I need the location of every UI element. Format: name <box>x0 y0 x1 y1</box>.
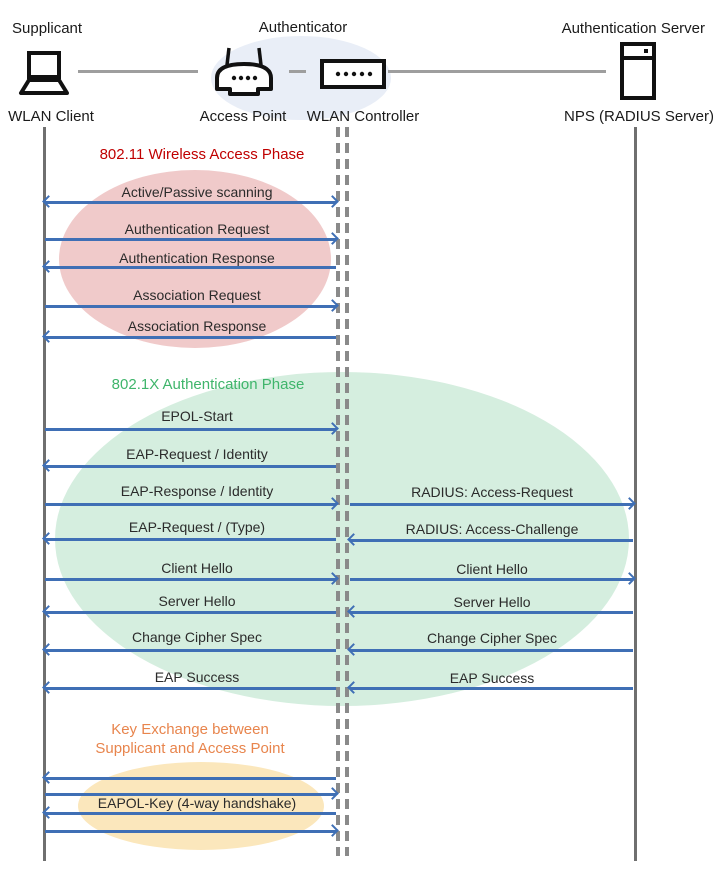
message-arrow-left <box>42 260 336 273</box>
message-label: EAP Success <box>449 670 535 686</box>
message-label: EPOL-Start <box>161 408 233 424</box>
message-label: Change Cipher Spec <box>427 630 557 646</box>
message-label: RADIUS: Access-Request <box>411 484 573 500</box>
message-label: Authentication Request <box>124 221 270 237</box>
message-arrow-left <box>347 681 633 694</box>
message-label: EAP-Request / Identity <box>126 446 268 462</box>
wlan-controller-icon <box>319 58 387 90</box>
message-arrow-right <box>45 232 339 245</box>
message-label: EAP-Request / (Type) <box>128 519 266 535</box>
message-label: Change Cipher Spec <box>132 629 262 645</box>
message-arrow-left <box>42 681 336 694</box>
message-label: Server Hello <box>158 593 236 609</box>
message-label: EAPOL-Key (4-way handshake) <box>97 795 297 811</box>
phase3-title-line2: Supplicant and Access Point <box>95 740 285 757</box>
message-arrow-left <box>42 330 336 343</box>
arrowhead-right-icon <box>326 422 339 435</box>
message-label: Association Response <box>127 318 267 334</box>
message-arrow-left <box>42 459 336 472</box>
device-label-nps-radius-server: NPS (RADIUS Server) <box>563 108 713 125</box>
message-label: Active/Passive scanning <box>121 184 273 200</box>
message-label: Association Request <box>133 287 261 303</box>
role-authenticator: Authenticator <box>258 19 348 36</box>
message-label: EAP Success <box>154 669 240 685</box>
message-label: Authentication Response <box>119 250 275 266</box>
message-label: Client Hello <box>456 561 528 577</box>
server-icon <box>618 41 658 101</box>
message-arrow-right <box>45 497 339 510</box>
message-arrow-right <box>45 787 339 800</box>
message-arrow-left <box>347 533 633 546</box>
message-arrow-both <box>42 195 339 208</box>
message-arrow-left <box>42 532 336 545</box>
message-arrow-left <box>42 643 336 656</box>
message-arrow-left <box>42 605 336 618</box>
message-arrow-left <box>42 806 336 819</box>
phase3-ellipse <box>78 762 324 850</box>
role-supplicant: Supplicant <box>12 20 83 37</box>
lifeline-radius-server <box>634 127 637 861</box>
connector-line-segment <box>78 70 198 73</box>
lifeline-wlan-client <box>43 127 46 861</box>
arrowhead-left-icon <box>42 771 55 784</box>
arrowhead-left-icon <box>42 643 55 656</box>
message-arrow-right <box>350 572 636 585</box>
device-label-wlan-client: WLAN Client <box>8 108 94 125</box>
access-point-icon <box>212 45 276 98</box>
phase3-title-line1: Key Exchange between <box>111 721 269 738</box>
device-label-access-point: Access Point <box>199 108 287 125</box>
lifeline-authenticator-dashed-2 <box>345 127 349 856</box>
message-label: Server Hello <box>453 594 531 610</box>
arrowhead-right-icon <box>326 824 339 837</box>
message-arrow-right <box>45 299 339 312</box>
message-label: Client Hello <box>161 560 233 576</box>
phase1-title: 802.11 Wireless Access Phase <box>99 146 305 163</box>
message-arrow-right <box>45 572 339 585</box>
message-arrow-left <box>347 643 633 656</box>
message-label: RADIUS: Access-Challenge <box>405 521 579 537</box>
message-arrow-left <box>42 771 336 784</box>
phase1-ellipse <box>59 170 331 348</box>
device-label-wlan-controller: WLAN Controller <box>306 108 420 125</box>
lifeline-authenticator-dashed-1 <box>336 127 340 856</box>
connector-line-segment <box>289 70 306 73</box>
connector-line-segment <box>388 70 606 73</box>
phase2-title: 802.1X Authentication Phase <box>111 376 305 393</box>
message-arrow-right <box>45 422 339 435</box>
laptop-icon <box>12 50 74 98</box>
role-authentication-server: Authentication Server <box>561 20 705 37</box>
message-arrow-right <box>45 824 339 837</box>
message-arrow-left <box>347 605 633 618</box>
message-arrow-right <box>350 497 636 510</box>
message-label: EAP-Response / Identity <box>120 483 274 499</box>
